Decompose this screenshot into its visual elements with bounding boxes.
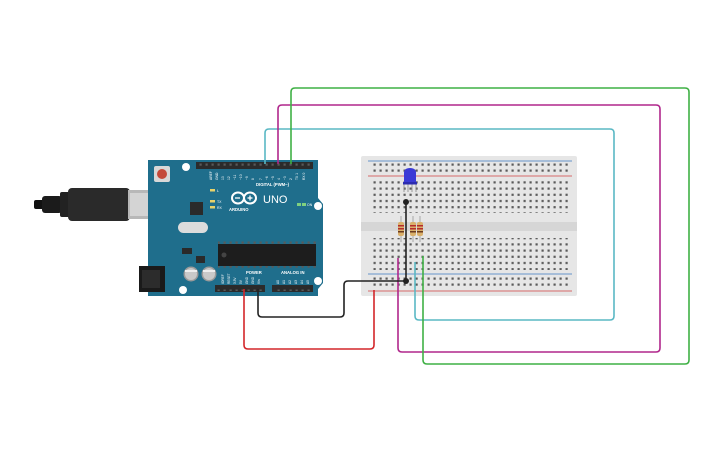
pin-label: GND [245, 276, 249, 284]
analog-label: ANALOG IN [281, 270, 305, 275]
brand-label: ARDUINO [229, 207, 249, 212]
arduino-logo [231, 191, 257, 205]
power-jack[interactable] [139, 266, 165, 292]
board-model: UNO [263, 194, 288, 206]
digital-label: DIGITAL (PWM~) [256, 182, 290, 187]
analog-pin-labels: A0 A1 A2 A3 A4 A5 [276, 280, 310, 284]
pin-label: A2 [288, 280, 292, 284]
arduino-uno-board[interactable]: AREF GND 13 12 ~11 ~10 ~9 8 7 ~6 ~5 4 ~3… [139, 160, 323, 296]
capacitor [201, 266, 217, 282]
power-rail[interactable] [372, 169, 570, 174]
power-header[interactable] [215, 285, 265, 292]
power-pin-labels: IOREF RESET 3.3V 5V GND GND Vin [221, 273, 261, 284]
rx-led-label: RX [217, 206, 223, 210]
power-rail[interactable] [372, 283, 570, 288]
rgb-led[interactable] [403, 168, 417, 192]
pin-label: 5V [239, 279, 243, 284]
reset-button[interactable] [154, 166, 170, 182]
pin-label: 2 [289, 178, 293, 180]
mount-hole [179, 286, 187, 294]
pin-label: RX 0 [302, 173, 306, 180]
pin-label: ~3 [283, 176, 287, 180]
pin-label: 12 [227, 176, 231, 180]
usb-chip [190, 202, 203, 215]
pin-label: ~9 [245, 176, 249, 180]
pin-label: ~11 [233, 174, 237, 180]
tx-led-label: TX [217, 200, 222, 204]
digital-header[interactable] [196, 162, 313, 169]
wire-magenta[interactable] [277, 104, 661, 353]
pin-label: A1 [282, 280, 286, 284]
wire-cyan[interactable] [264, 128, 615, 321]
pin-label: 4 [277, 178, 281, 180]
pin-label: A4 [300, 280, 304, 284]
wire-endpoint[interactable] [403, 199, 409, 205]
terminal-strip-top[interactable] [372, 181, 570, 213]
capacitor [183, 266, 199, 282]
pin-label: A0 [276, 280, 280, 284]
regulator [182, 248, 192, 254]
center-channel [361, 222, 577, 231]
l-led-label: L [217, 189, 219, 193]
power-rail[interactable] [372, 163, 570, 168]
pin-label: Vin [257, 279, 261, 284]
pin-label: 7 [259, 178, 263, 180]
on-led [297, 203, 301, 206]
crystal [178, 222, 208, 233]
mount-hole [182, 163, 190, 171]
power-label: POWER [246, 270, 262, 275]
terminal-strip-bottom[interactable] [372, 238, 570, 270]
wire-green[interactable] [290, 87, 690, 365]
aref-label: AREF [209, 171, 213, 180]
resistor[interactable] [410, 216, 416, 242]
analog-header[interactable] [272, 285, 313, 292]
pin-label: GND [251, 276, 255, 284]
atmega-chip [218, 240, 316, 270]
pin-label: A5 [306, 280, 310, 284]
pin-label: ~5 [271, 176, 275, 180]
wire-endpoint[interactable] [403, 278, 409, 284]
pin-label: RESET [227, 273, 231, 284]
power-rail[interactable] [372, 277, 570, 282]
wire-red[interactable] [243, 289, 375, 350]
resistor[interactable] [398, 216, 404, 242]
regulator [196, 256, 205, 263]
wire-black[interactable] [257, 280, 406, 318]
mount-hole [314, 202, 322, 210]
digital-pin-labels: AREF GND 13 12 ~11 ~10 ~9 8 7 ~6 ~5 4 ~3… [209, 171, 306, 180]
breadboard[interactable] [361, 156, 577, 296]
pin-label: A3 [294, 280, 298, 284]
pin-label: ~6 [265, 176, 269, 180]
resistor[interactable] [417, 216, 423, 242]
pin-label: IOREF [221, 274, 225, 284]
on-label: ON [307, 203, 313, 207]
on-led [302, 203, 306, 206]
pin-label: 8 [251, 178, 255, 180]
mount-hole [314, 277, 322, 285]
pin-label: TX 1 [295, 173, 299, 180]
gnd-pin-label: GND [215, 172, 219, 180]
pin-label: ~10 [239, 174, 243, 180]
pin-label: 13 [221, 176, 225, 180]
pin-label: 3.3V [233, 277, 237, 284]
status-leds: L TX RX [210, 189, 223, 210]
